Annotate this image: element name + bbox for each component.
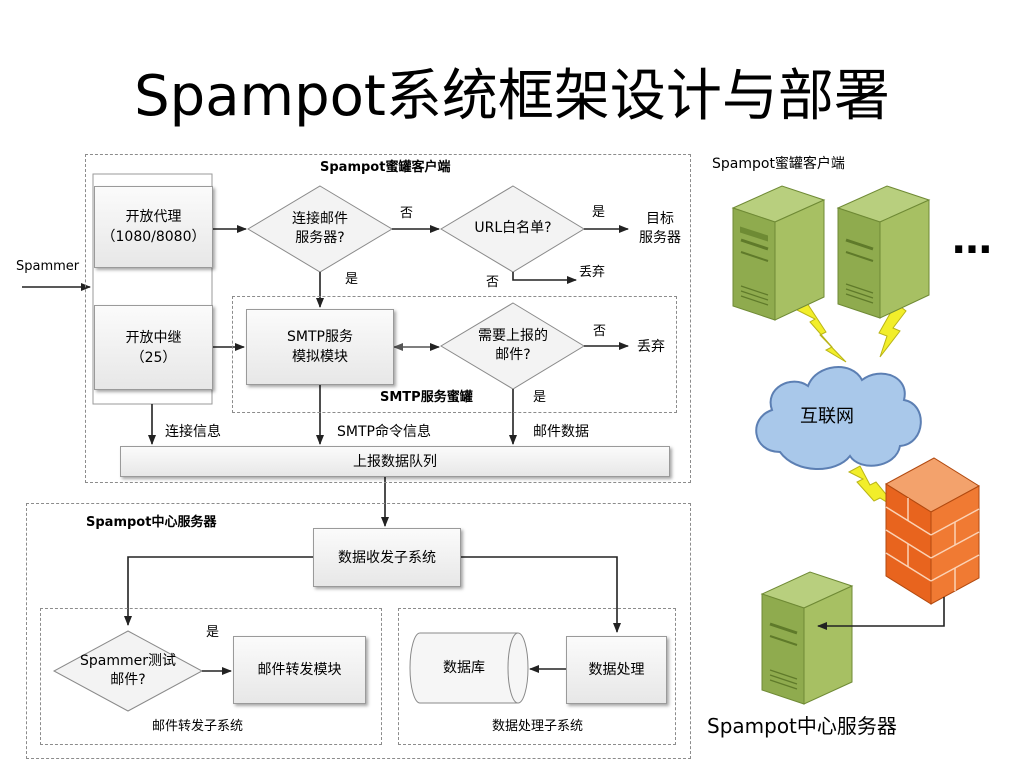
internet-label: 互联网 bbox=[800, 406, 854, 427]
data-process-box: 数据处理 bbox=[566, 636, 667, 704]
data-process-subsystem-frame bbox=[398, 608, 676, 745]
discard-label-2: 丢弃 bbox=[637, 339, 665, 355]
open-relay-box: 开放中继 （25） bbox=[94, 305, 213, 390]
discard-label-1: 丢弃 bbox=[579, 265, 606, 280]
smtp-module-box: SMTP服务 模拟模块 bbox=[246, 309, 394, 385]
yes-label-center: 是 bbox=[206, 625, 220, 640]
yes-label-1: 是 bbox=[592, 205, 606, 220]
database-icon bbox=[409, 632, 529, 704]
connect-mail-server-text: 连接邮件 服务器? bbox=[292, 211, 348, 246]
mail-forward-module-box: 邮件转发模块 bbox=[233, 636, 366, 704]
deploy-client-label: Spampot蜜罐客户端 bbox=[712, 156, 845, 172]
ellipsis: … bbox=[952, 217, 992, 263]
yes-label-2: 是 bbox=[345, 272, 359, 287]
target-server-label: 目标 服务器 bbox=[639, 211, 681, 246]
center-area-frame bbox=[26, 503, 691, 759]
database-label: 数据库 bbox=[443, 660, 485, 676]
no-label-3: 否 bbox=[593, 324, 607, 339]
open-proxy-box: 开放代理 （1080/8080） bbox=[94, 186, 213, 268]
client-area-frame bbox=[85, 154, 691, 483]
mail-data-label: 邮件数据 bbox=[533, 424, 589, 440]
client-area-label: Spampot蜜罐客户端 bbox=[320, 160, 451, 175]
lightning-icon bbox=[789, 299, 847, 363]
data-process-subsystem-label: 数据处理子系统 bbox=[492, 719, 584, 734]
smtp-cmd-info-label: SMTP命令信息 bbox=[337, 424, 431, 440]
spammer-test-text: Spammer测试 邮件? bbox=[80, 653, 176, 688]
server-icon bbox=[731, 185, 826, 321]
mail-forward-subsystem-label: 邮件转发子系统 bbox=[152, 719, 244, 734]
url-whitelist-text: URL白名单? bbox=[474, 220, 552, 236]
connect-info-label: 连接信息 bbox=[165, 424, 221, 440]
report-queue-box: 上报数据队列 bbox=[120, 446, 670, 477]
page-title: Spampot系统框架设计与部署 bbox=[134, 64, 890, 129]
server-icon bbox=[760, 571, 854, 705]
need-report-text: 需要上报的 邮件? bbox=[478, 328, 548, 363]
cloud-icon bbox=[755, 366, 922, 470]
no-label-1: 否 bbox=[400, 206, 414, 221]
spammer-test-diamond bbox=[52, 630, 204, 712]
server-icon bbox=[836, 185, 931, 319]
yes-label-3: 是 bbox=[533, 390, 547, 405]
smtp-honeypot-frame bbox=[232, 296, 677, 413]
center-area-label: Spampot中心服务器 bbox=[86, 515, 217, 530]
firewall-icon bbox=[885, 457, 980, 605]
mail-forward-subsystem-frame bbox=[40, 608, 382, 745]
data-rx-tx-box: 数据收发子系统 bbox=[313, 528, 461, 587]
lightning-icon bbox=[878, 302, 907, 358]
deploy-center-label: Spampot中心服务器 bbox=[707, 714, 897, 738]
no-label-2: 否 bbox=[486, 275, 500, 290]
spammer-label: Spammer bbox=[16, 259, 80, 274]
smtp-honeypot-label: SMTP服务蜜罐 bbox=[380, 390, 473, 405]
